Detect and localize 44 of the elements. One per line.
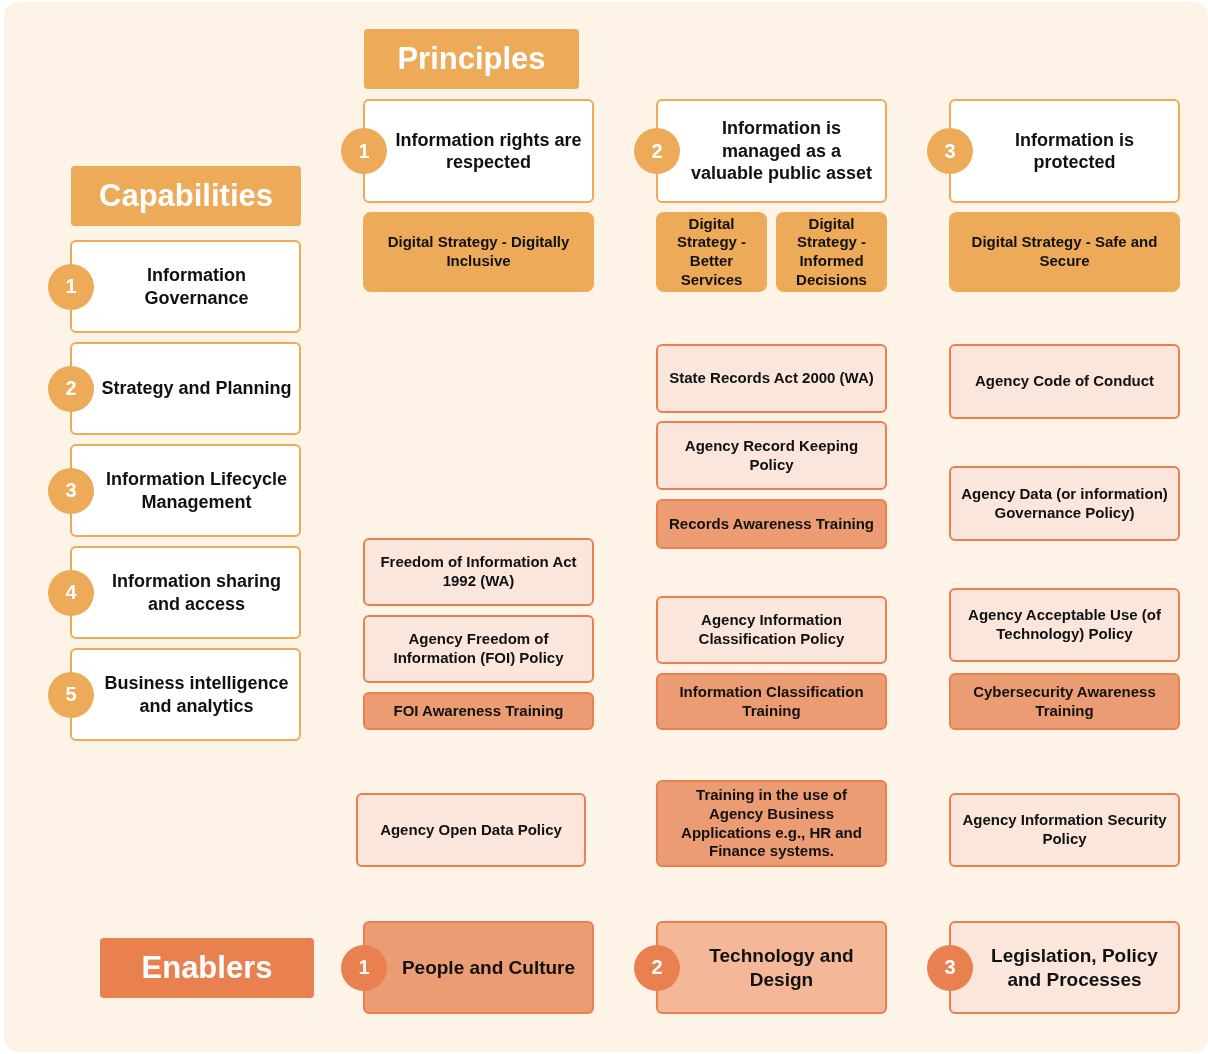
training-box: Information Classification Training: [656, 673, 887, 730]
policy-box: Agency Data (or information) Governance Policy): [949, 466, 1180, 541]
number-badge: 2: [48, 365, 94, 412]
number-badge: 5: [48, 671, 94, 718]
capability-text: Business intelligence and analytics: [103, 672, 290, 717]
policy-box: Agency Freedom of Information (FOI) Policy: [363, 615, 594, 683]
number-badge: 1: [48, 263, 94, 310]
strategy-box: Digital Strategy - Informed Decisions: [776, 212, 887, 292]
number-badge: 3: [927, 128, 973, 174]
training-box: Cybersecurity Awareness Training: [949, 673, 1180, 730]
strategy-box: Digital Strategy - Safe and Secure: [949, 212, 1180, 292]
number-badge: 1: [341, 944, 387, 991]
policy-box: Agency Acceptable Use (of Technology) Policy: [949, 588, 1180, 662]
training-box: FOI Awareness Training: [363, 692, 594, 730]
capability-text: Information Governance: [143, 264, 250, 309]
number-badge: 2: [634, 944, 680, 991]
number-badge: 3: [48, 467, 94, 514]
enabler-text: People and Culture: [401, 955, 576, 980]
number-badge: 2: [634, 128, 680, 174]
enabler-text: Legislation, Policy and Processes: [990, 943, 1159, 992]
principle-text: Information is protected: [1014, 128, 1135, 174]
enabler-text: Technology and Design: [708, 943, 855, 992]
section-heading: Principles: [364, 29, 579, 89]
capability-text: Information sharing and access: [111, 570, 282, 615]
section-heading: Capabilities: [71, 166, 301, 226]
policy-box: Agency Open Data Policy: [356, 793, 586, 867]
training-box: Training in the use of Agency Business Applications e.g., HR and Finance systems.: [656, 780, 887, 867]
strategy-box: Digital Strategy - Better Services: [656, 212, 767, 292]
strategy-box: Digital Strategy - Digitally Inclusive: [363, 212, 594, 292]
policy-box: Agency Information Classification Policy: [656, 596, 887, 664]
capability-text: Information Lifecycle Management: [104, 468, 288, 513]
policy-box: Agency Information Security Policy: [949, 793, 1180, 867]
number-badge: 3: [927, 944, 973, 991]
number-badge: 4: [48, 569, 94, 616]
policy-box: Agency Record Keeping Policy: [656, 421, 887, 490]
principle-text: Information rights are respected: [395, 128, 582, 174]
policy-box: Freedom of Information Act 1992 (WA): [363, 538, 594, 606]
policy-box: Agency Code of Conduct: [949, 344, 1180, 419]
training-box: Records Awareness Training: [656, 499, 887, 549]
policy-box: State Records Act 2000 (WA): [656, 344, 887, 413]
section-heading: Enablers: [100, 938, 314, 998]
number-badge: 1: [341, 128, 387, 174]
principle-text: Information is managed as a valuable public asset: [689, 117, 874, 185]
capability-text: Strategy and Planning: [101, 377, 292, 400]
